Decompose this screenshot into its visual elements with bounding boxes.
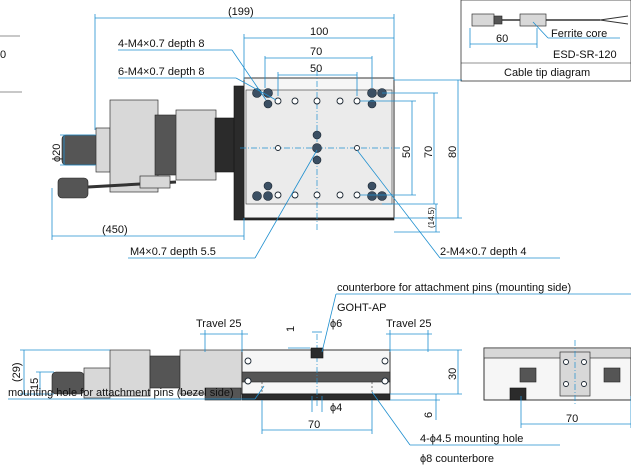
dim-motor-dia: ϕ20 <box>51 144 63 162</box>
ferrite-label: Ferrite core <box>551 28 607 40</box>
cable-length-60: 60 <box>496 33 508 45</box>
dim-right-80: 80 <box>447 146 459 158</box>
dim-pin-6: ϕ6 <box>330 318 342 330</box>
dim-side-29: (29) <box>11 362 23 382</box>
left-partial-text: 0 <box>0 49 6 61</box>
dim-top-50: 50 <box>310 63 322 75</box>
callout-6-m4: 6-M4×0.7 depth 8 <box>118 66 205 78</box>
top-holes <box>252 88 387 201</box>
callout-pin-part: GOHT-AP <box>337 302 387 314</box>
cable-tip-diagram: 60 Ferrite core ESD-SR-120 Cable tip dia… <box>460 0 631 82</box>
top-view: (199) 100 70 50 4-M4×0.7 depth 8 6-M4×0.… <box>51 6 560 259</box>
dim-1: 1 <box>285 326 297 332</box>
end-view: 70 <box>483 340 631 428</box>
connector-label: ESD-SR-120 <box>553 49 617 61</box>
callout-4-m4: 4-M4×0.7 depth 8 <box>118 38 205 50</box>
callout-pin-mount-side: counterbore for attachment pins (mountin… <box>337 282 571 294</box>
dim-side-30: 30 <box>447 368 459 380</box>
dim-bottom-70: 70 <box>308 419 320 431</box>
left-partial-box: 0 <box>0 35 22 93</box>
callout-counterbore: ϕ8 counterbore <box>420 453 494 465</box>
cable-tip-caption: Cable tip diagram <box>504 67 590 79</box>
motor-knob <box>61 134 99 166</box>
side-view: Travel 25 Travel 25 counterbore for atta… <box>8 282 631 465</box>
callout-center-m4: M4×0.7 depth 5.5 <box>130 246 216 258</box>
dim-pin-4: ϕ4 <box>330 402 342 414</box>
dim-right-50: 50 <box>401 146 413 158</box>
callout-mounting-hole: 4-ϕ4.5 mounting hole <box>420 433 523 445</box>
callout-2-m4: 2-M4×0.7 depth 4 <box>440 246 527 258</box>
travel-right: Travel 25 <box>386 318 431 330</box>
dim-right-145: (14.5) <box>427 207 436 228</box>
callout-pin-bezel-side: mounting hole for attachment pins (bezel… <box>8 387 234 399</box>
dim-right-70: 70 <box>423 146 435 158</box>
dim-side-15: 15 <box>29 378 41 390</box>
travel-left: Travel 25 <box>196 318 241 330</box>
dim-100: 100 <box>310 26 328 38</box>
dim-199: (199) <box>228 6 254 18</box>
dim-side-6: 6 <box>423 412 435 418</box>
dim-top-70: 70 <box>310 46 322 58</box>
dim-end-70: 70 <box>566 413 578 425</box>
dim-450: (450) <box>102 224 128 236</box>
